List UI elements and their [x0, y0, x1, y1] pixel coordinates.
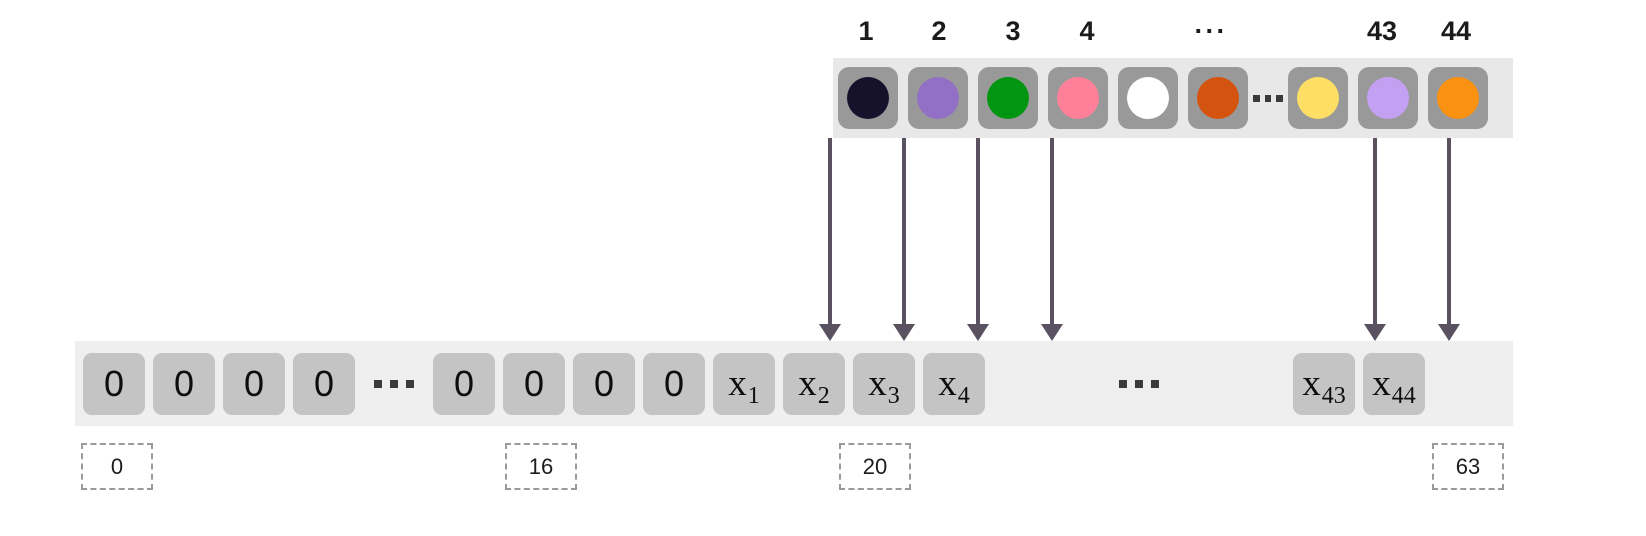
ellipsis-dot: [390, 379, 398, 388]
ellipsis-dot: [406, 379, 414, 388]
arrow-head: [1364, 324, 1386, 341]
ellipsis-dot: [1264, 94, 1272, 102]
color-palette-strip: [833, 58, 1513, 138]
palette-swatch-white[interactable]: [1118, 67, 1178, 129]
arrow-shaft: [1050, 138, 1054, 326]
palette-index-3: 3: [1005, 16, 1021, 46]
cell-base: x: [798, 363, 817, 404]
ellipsis-dot: [1151, 379, 1159, 388]
index-label-16: 16: [505, 443, 577, 490]
arrow-shaft: [902, 138, 906, 326]
palette-index-2: 2: [931, 16, 947, 46]
arrow-head: [967, 324, 989, 341]
cell-subscript: 44: [1391, 382, 1416, 409]
arrow-2-to-x2: [893, 138, 915, 341]
swatch-dot-black: [847, 77, 889, 119]
cell-subscript: 1: [747, 382, 760, 409]
array-cell-zero[interactable]: 0: [223, 352, 285, 415]
palette-swatch-lavender[interactable]: [1358, 67, 1418, 129]
swatch-dot-purple: [917, 77, 959, 119]
arrow-44-to-x44: [1438, 138, 1460, 341]
ellipsis-dot: [374, 379, 382, 388]
array-ellipsis-icon-right: [989, 379, 1289, 388]
arrow-1-to-x1: [819, 138, 841, 341]
palette-swatch-yellow[interactable]: [1288, 67, 1348, 129]
array-ellipsis-icon-left: [359, 379, 429, 388]
ellipsis-dot: [1276, 94, 1284, 102]
index-label-0: 0: [81, 443, 153, 490]
array-cell-zero[interactable]: 0: [503, 352, 565, 415]
cell-subscript: 2: [817, 382, 830, 409]
palette-index-row: 1 2 3 4 ··· 43 44: [833, 14, 1513, 54]
swatch-dot-yellow: [1297, 77, 1339, 119]
swatch-dot-white: [1127, 77, 1169, 119]
palette-swatch-pink[interactable]: [1048, 67, 1108, 129]
palette-index-44: 44: [1440, 16, 1472, 46]
palette-ellipsis-icon: [1253, 94, 1284, 102]
cell-base: x: [1302, 363, 1321, 404]
array-cell-zero[interactable]: 0: [643, 352, 705, 415]
cell-subscript: 3: [887, 382, 900, 409]
swatch-dot-green: [987, 77, 1029, 119]
arrow-head: [1041, 324, 1063, 341]
array-cell-zero[interactable]: 0: [573, 352, 635, 415]
arrow-head: [819, 324, 841, 341]
array-cell-zero[interactable]: 0: [83, 352, 145, 415]
swatch-dot-burnt-orange: [1197, 77, 1239, 119]
palette-swatch-black[interactable]: [838, 67, 898, 129]
swatch-dot-lavender: [1367, 77, 1409, 119]
palette-index-1: 1: [858, 16, 874, 46]
arrow-43-to-x43: [1364, 138, 1386, 341]
swatch-dot-orange: [1437, 77, 1479, 119]
arrow-shaft: [1447, 138, 1451, 326]
cell-subscript: 43: [1321, 382, 1346, 409]
ellipsis-dot: [1135, 379, 1143, 388]
palette-index-4: 4: [1079, 16, 1095, 46]
index-label-63: 63: [1432, 443, 1504, 490]
arrow-head: [1438, 324, 1460, 341]
palette-swatch-green[interactable]: [978, 67, 1038, 129]
cell-base: x: [938, 363, 957, 404]
arrow-3-to-x3: [967, 138, 989, 341]
arrow-head: [893, 324, 915, 341]
palette-index-43: 43: [1366, 16, 1398, 46]
palette-swatch-orange[interactable]: [1428, 67, 1488, 129]
ellipsis-dot: [1119, 379, 1127, 388]
array-cell-zero[interactable]: 0: [433, 352, 495, 415]
palette-index-ellipsis: ···: [1194, 16, 1228, 46]
index-label-20: 20: [839, 443, 911, 490]
cell-base: x: [1372, 363, 1391, 404]
array-cell-zero[interactable]: 0: [293, 352, 355, 415]
palette-swatch-burnt-orange[interactable]: [1188, 67, 1248, 129]
cell-subscript: 4: [957, 382, 970, 409]
array-cell-zero[interactable]: 0: [153, 352, 215, 415]
arrow-shaft: [976, 138, 980, 326]
arrow-4-to-x4: [1041, 138, 1063, 341]
cell-base: x: [868, 363, 887, 404]
arrow-shaft: [828, 138, 832, 326]
arrow-shaft: [1373, 138, 1377, 326]
ellipsis-dot: [1253, 94, 1260, 102]
palette-swatch-purple[interactable]: [908, 67, 968, 129]
swatch-dot-pink: [1057, 77, 1099, 119]
cell-base: x: [728, 363, 747, 404]
